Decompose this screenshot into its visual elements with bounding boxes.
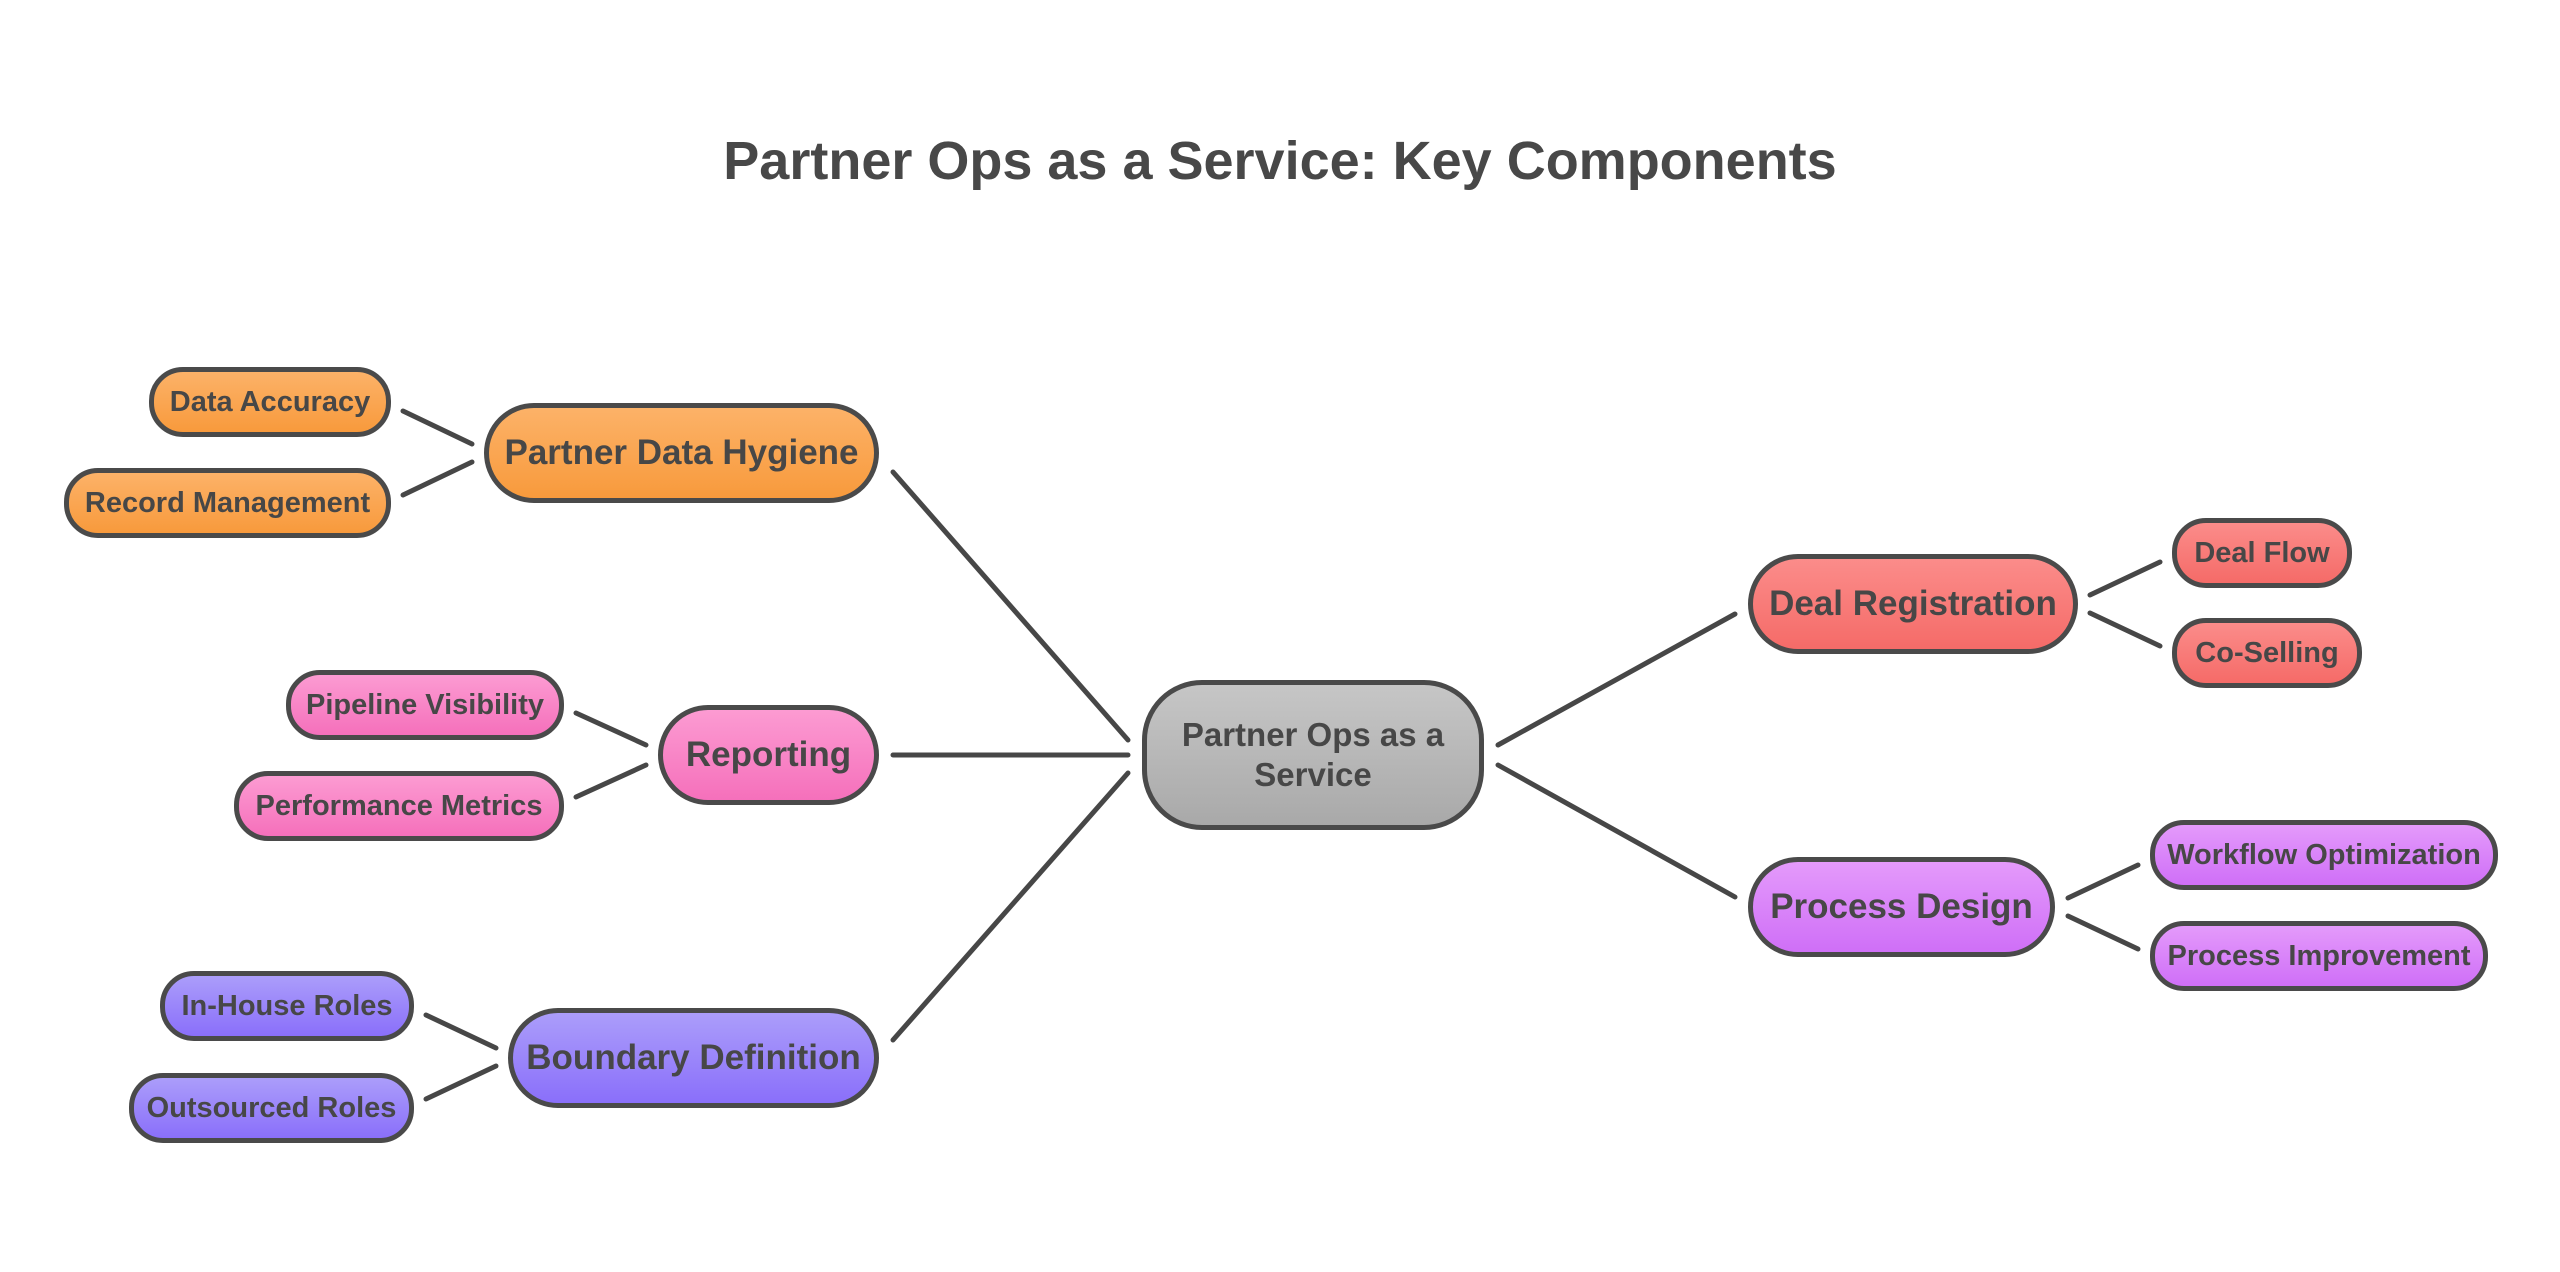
branch-label: Deal Registration — [1769, 584, 2057, 623]
connector-reporting-pipeline-visibility — [573, 710, 649, 748]
branch-boundary-definition[interactable]: Boundary Definition — [508, 1008, 879, 1108]
leaf-co-selling[interactable]: Co-Selling — [2172, 618, 2362, 688]
connector-center-boundary-definition — [890, 770, 1131, 1043]
leaf-performance-metrics[interactable]: Performance Metrics — [234, 771, 564, 841]
leaf-label: Workflow Optimization — [2167, 838, 2481, 871]
connector-center-partner-data-hygiene — [890, 469, 1131, 743]
connector-hygiene-data-accuracy — [400, 408, 475, 447]
connector-process-design-workflow-optimization — [2065, 862, 2141, 901]
leaf-label: Performance Metrics — [255, 789, 543, 822]
leaf-deal-flow[interactable]: Deal Flow — [2172, 518, 2352, 588]
leaf-label: Process Improvement — [2167, 939, 2471, 972]
connector-hygiene-record-management — [400, 459, 475, 498]
diagram-title: Partner Ops as a Service: Key Components — [723, 131, 1837, 191]
leaf-label: Pipeline Visibility — [306, 688, 544, 721]
leaf-in-house-roles[interactable]: In-House Roles — [160, 971, 414, 1041]
connector-reporting-performance-metrics — [573, 762, 649, 800]
branch-label: Process Design — [1770, 887, 2033, 926]
connector-boundary-in-house-roles — [423, 1012, 499, 1051]
connector-center-process-design — [1495, 762, 1738, 900]
center-node[interactable]: Partner Ops as a Service — [1142, 680, 1484, 830]
branch-label: Reporting — [685, 735, 852, 774]
branch-label: Partner Data Hygiene — [504, 433, 859, 472]
branch-deal-registration[interactable]: Deal Registration — [1748, 554, 2078, 654]
connector-process-design-process-improvement — [2065, 913, 2141, 952]
leaf-label: Deal Flow — [2194, 536, 2330, 569]
leaf-outsourced-roles[interactable]: Outsourced Roles — [129, 1073, 414, 1143]
connector-center-deal-registration — [1495, 611, 1738, 748]
center-node-label: Partner Ops as a Service — [1181, 716, 1445, 793]
leaf-workflow-optimization[interactable]: Workflow Optimization — [2150, 820, 2498, 890]
branch-partner-data-hygiene[interactable]: Partner Data Hygiene — [484, 403, 879, 503]
leaf-label: Data Accuracy — [169, 385, 371, 418]
leaf-label: Outsourced Roles — [146, 1091, 397, 1124]
connector-boundary-outsourced-roles — [423, 1063, 499, 1102]
leaf-process-improvement[interactable]: Process Improvement — [2150, 921, 2488, 991]
branch-label: Boundary Definition — [526, 1038, 861, 1077]
branch-reporting[interactable]: Reporting — [658, 705, 879, 805]
connector-deal-registration-co-selling — [2087, 610, 2163, 649]
leaf-record-management[interactable]: Record Management — [64, 468, 391, 538]
leaf-label: In-House Roles — [181, 989, 393, 1022]
leaf-label: Record Management — [84, 486, 371, 519]
leaf-label: Co-Selling — [2195, 636, 2339, 669]
branch-process-design[interactable]: Process Design — [1748, 857, 2055, 957]
leaf-data-accuracy[interactable]: Data Accuracy — [149, 367, 391, 437]
leaf-pipeline-visibility[interactable]: Pipeline Visibility — [286, 670, 564, 740]
connector-deal-registration-deal-flow — [2087, 559, 2163, 598]
